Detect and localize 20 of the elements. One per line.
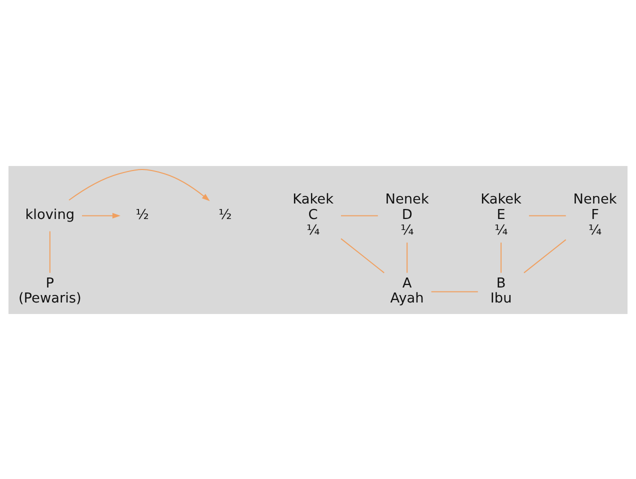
- node-text: P (Pewaris): [18, 274, 82, 306]
- connector: [524, 238, 566, 273]
- connector: [431, 290, 478, 292]
- node-text: Kakek C ¼: [292, 191, 334, 238]
- connector: [528, 214, 566, 216]
- node-text: B Ibu: [490, 274, 512, 306]
- connector: [49, 230, 50, 272]
- node-text: Nenek D ¼: [385, 191, 429, 238]
- connector: [340, 238, 384, 273]
- node-text: kloving: [25, 206, 75, 222]
- node-text: Nenek F ¼: [573, 191, 617, 238]
- connector: [406, 242, 408, 272]
- node-text: ½: [218, 206, 232, 222]
- node-text: ½: [136, 206, 149, 222]
- connector: [500, 242, 502, 272]
- arrow: [82, 212, 120, 218]
- connector: [341, 214, 378, 216]
- node-text: Kakek E ¼: [480, 191, 522, 238]
- arrow: [68, 168, 210, 201]
- node-text: A Ayah: [390, 274, 424, 306]
